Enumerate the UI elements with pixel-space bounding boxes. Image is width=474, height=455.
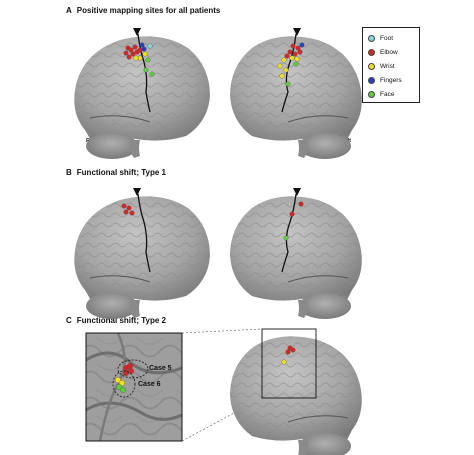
panel-a-title: A Positive mapping sites for all patients (66, 6, 220, 15)
legend-label: Fingers (380, 76, 402, 84)
panel-b-letter: B (66, 168, 72, 177)
panel-a-letter: A (66, 6, 72, 15)
fingers-dot-icon (368, 76, 375, 84)
panel-a-text: Positive mapping sites for all patients (76, 6, 221, 15)
panel-b-left-brain (229, 188, 363, 320)
legend-label: Elbow (380, 48, 398, 56)
legend-item-face: Face (368, 87, 419, 101)
panel-c-text: Functional shift; Type 2 (76, 316, 166, 325)
sulcus-marker-arrow (293, 28, 301, 36)
panel-c-letter: C (66, 316, 72, 325)
legend-label: Foot (380, 34, 394, 42)
case-6-outline (112, 370, 136, 398)
panel-b-right-brain (73, 188, 211, 320)
legend-item-wrist: Wrist (368, 59, 419, 73)
legend-item-elbow: Elbow (368, 45, 419, 59)
zoom-region-box (261, 328, 317, 399)
case-6-label: Case 6 (138, 381, 161, 388)
central-sulcus (281, 33, 297, 113)
panel-a-left-brain (229, 28, 363, 160)
legend: Foot Elbow Wrist Fingers Face (362, 27, 420, 103)
wrist-dot-icon (368, 62, 375, 70)
elbow-dot-icon (368, 48, 375, 56)
legend-label: Wrist (380, 62, 395, 70)
sulcus-marker-arrow (133, 28, 141, 36)
legend-item-foot: Foot (368, 31, 419, 45)
legend-item-fingers: Fingers (368, 73, 419, 87)
mapping-sites-a-right (123, 42, 155, 77)
case-5-label: Case 5 (149, 365, 172, 372)
foot-dot-icon (368, 34, 375, 42)
case-5-outline (117, 359, 149, 379)
panel-c-title: C Functional shift; Type 2 (66, 316, 166, 325)
central-sulcus (137, 193, 151, 273)
legend-label: Face (380, 90, 395, 98)
panel-b-text: Functional shift; Type 1 (76, 168, 166, 177)
panel-c-left-brain (229, 335, 363, 455)
face-dot-icon (368, 90, 375, 98)
panel-c-zoom-inset (85, 332, 183, 442)
panel-a-right-brain (73, 28, 211, 160)
mapping-sites-a-left (277, 42, 305, 87)
sulcus-marker-arrow (293, 188, 301, 196)
panel-b-title: B Functional shift; Type 1 (66, 168, 166, 177)
sulcus-marker-arrow (133, 188, 141, 196)
